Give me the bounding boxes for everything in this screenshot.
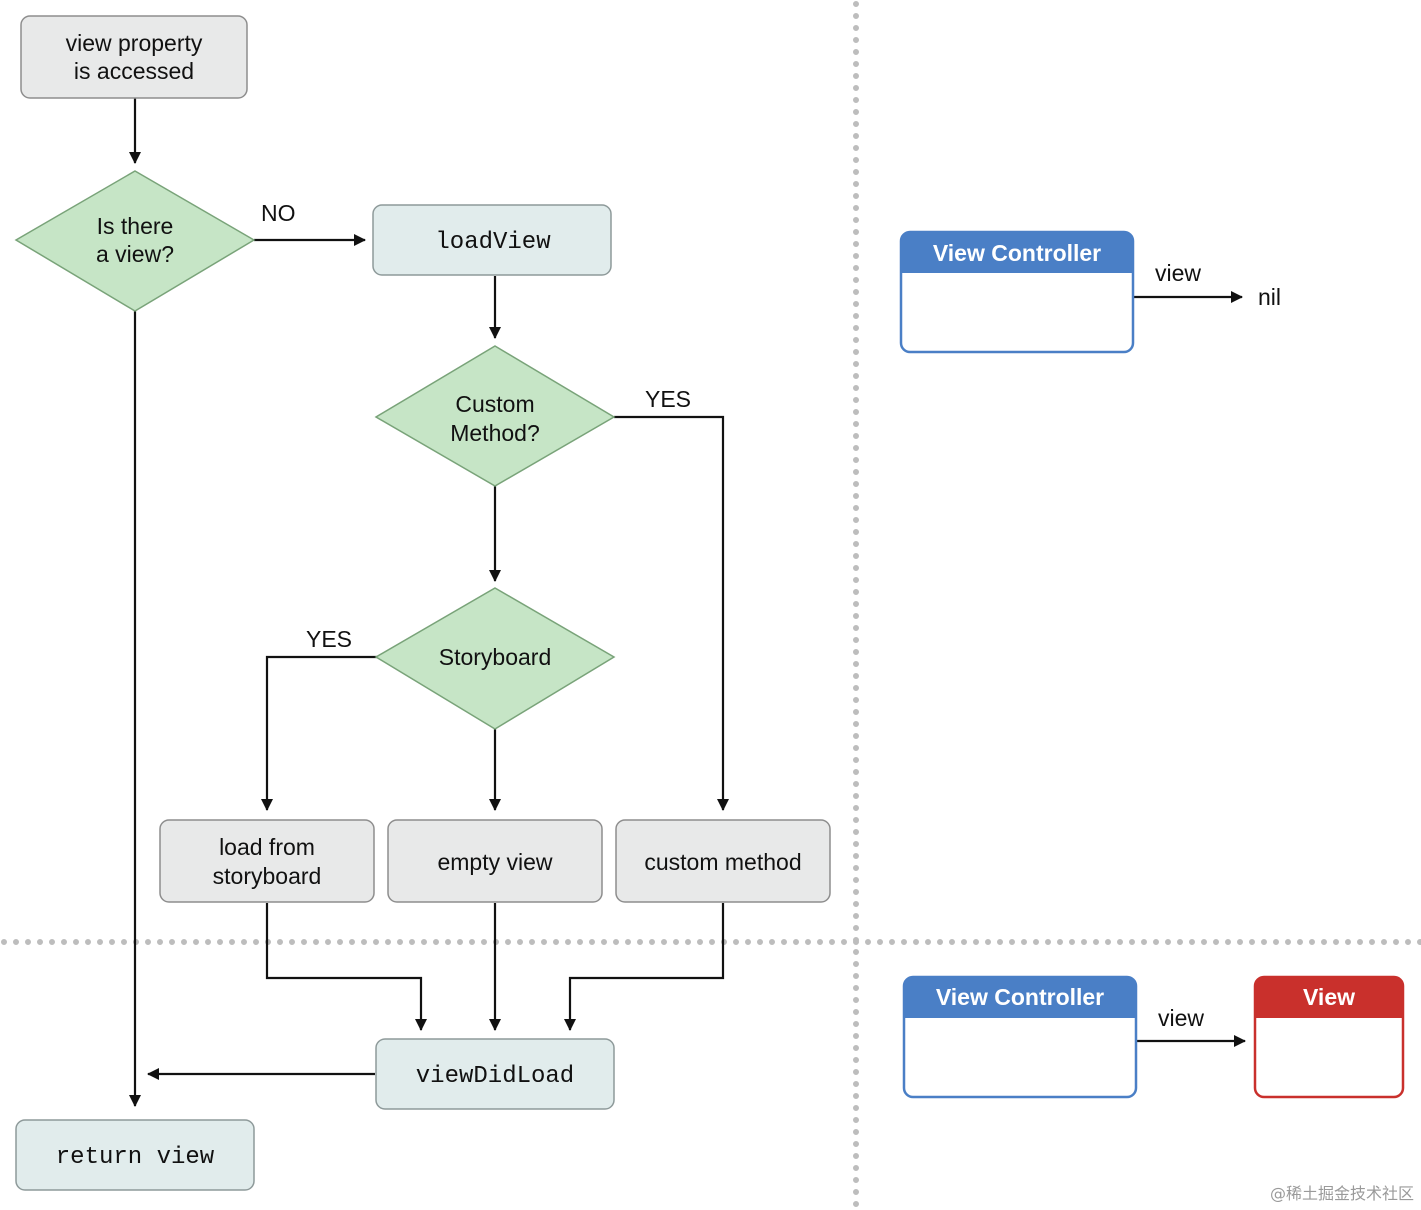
view-title: View xyxy=(1303,984,1355,1010)
flow-connectors xyxy=(129,98,1246,1107)
decision-custom-line1: Custom xyxy=(455,391,534,417)
arrow-load-storyboard-to-viewdidload xyxy=(265,903,427,1031)
load-from-storyboard-node: load from storyboard xyxy=(159,819,375,903)
viewdidload-label: viewDidLoad xyxy=(416,1063,574,1090)
custom-method-node: custom method xyxy=(615,819,831,903)
decision-view-line2: a view? xyxy=(96,241,174,267)
decision-storyboard-label: Storyboard xyxy=(439,644,552,670)
yes-custom-label: YES xyxy=(645,386,691,412)
view-arrow-label-before: view xyxy=(1155,260,1201,286)
decision-is-there-view: Is there a view? xyxy=(14,170,256,312)
view-controller-title-before: View Controller xyxy=(933,240,1101,266)
viewdidload-node: viewDidLoad xyxy=(375,1038,615,1110)
yes-storyboard-label: YES xyxy=(306,626,352,652)
decision-custom-line2: Method? xyxy=(450,420,540,446)
custom-method-label: custom method xyxy=(644,849,801,875)
loadview-node: loadView xyxy=(372,204,612,276)
view-arrow-label-after: view xyxy=(1158,1005,1204,1031)
load-storyboard-line1: load from xyxy=(219,834,315,860)
loadview-label: loadView xyxy=(435,229,551,256)
view-controller-box-after: View Controller xyxy=(902,975,1138,1099)
nil-label: nil xyxy=(1258,284,1281,310)
start-label-line1: view property xyxy=(66,30,203,56)
load-storyboard-line2: storyboard xyxy=(213,863,322,889)
view-controller-box-before: View Controller xyxy=(899,230,1135,354)
watermark-text: @稀土掘金技术社区 xyxy=(1270,1184,1414,1203)
arrow-custom-method-to-viewdidload xyxy=(564,903,725,1031)
return-view-label: return view xyxy=(56,1144,215,1171)
view-controller-title-after: View Controller xyxy=(936,984,1104,1010)
view-box: View xyxy=(1253,975,1405,1099)
arrow-yes-to-load-storyboard xyxy=(261,655,377,811)
empty-view-node: empty view xyxy=(387,819,603,903)
return-view-node: return view xyxy=(15,1119,255,1191)
start-label-line2: is accessed xyxy=(74,58,194,84)
arrow-yes-to-custom-method xyxy=(614,415,729,811)
no-label: NO xyxy=(261,200,296,226)
empty-view-label: empty view xyxy=(437,849,552,875)
start-node: view property is accessed xyxy=(20,15,248,99)
decision-storyboard: Storyboard xyxy=(374,587,616,730)
decision-custom-method: Custom Method? xyxy=(374,345,616,487)
decision-view-line1: Is there xyxy=(97,213,174,239)
